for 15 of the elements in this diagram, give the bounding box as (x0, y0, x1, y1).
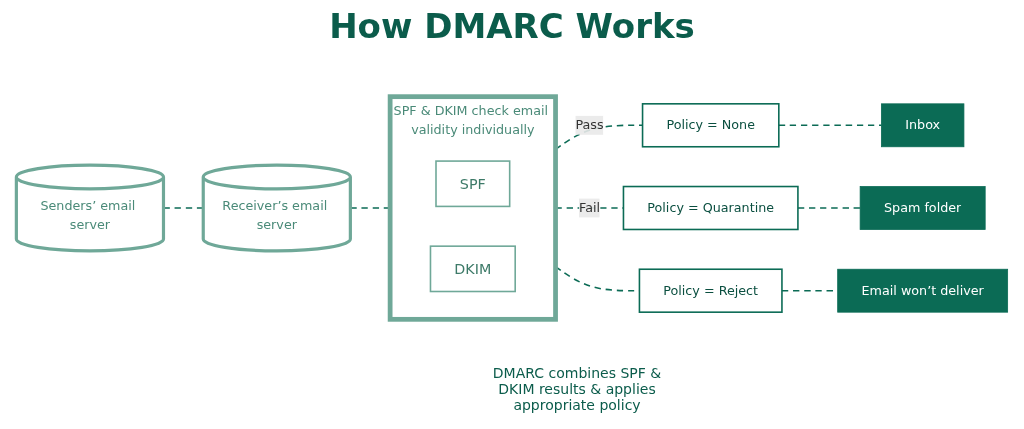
diagram-title: How DMARC Works (328, 6, 696, 46)
node-box: SPF (435, 160, 511, 208)
connector (778, 124, 883, 127)
node-box: Policy = Quarantine (622, 185, 799, 231)
connector (162, 207, 205, 209)
node-box: Policy = Reject (638, 268, 783, 313)
edge-label: Fail (578, 200, 601, 216)
node-box: DKIM (429, 245, 516, 293)
connector (797, 207, 861, 209)
node-box: Spam folder (859, 186, 986, 230)
note-text: DMARC combines SPF & DKIM results & applies appropriate policy (491, 365, 663, 413)
edge-label: Pass (575, 117, 604, 133)
node-box: Inbox (881, 103, 965, 148)
node-box: Policy = None (641, 103, 780, 148)
node-box: Email won’t deliver (837, 268, 1009, 313)
